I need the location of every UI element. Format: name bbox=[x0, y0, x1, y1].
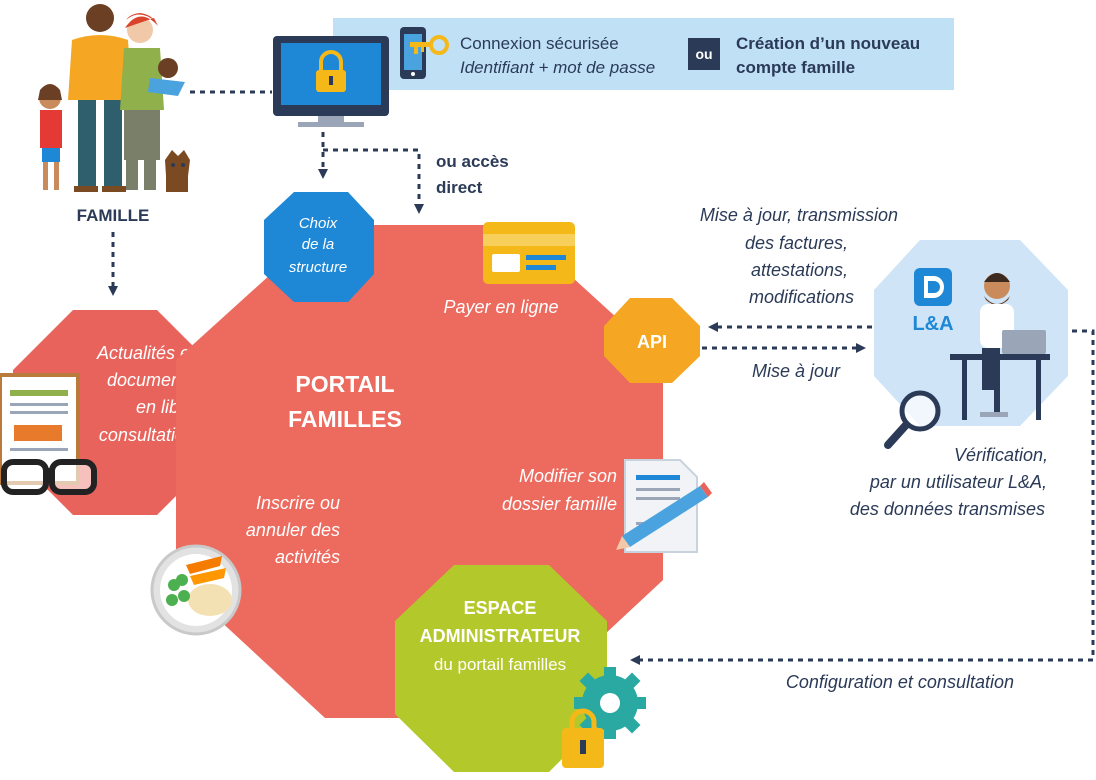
family-illustration bbox=[38, 4, 190, 192]
modifier-line2: dossier famille bbox=[502, 494, 617, 514]
mise-a-jour-transmission-line2: des factures, bbox=[745, 233, 848, 253]
ou-badge bbox=[688, 38, 720, 70]
actualites-line2: documents bbox=[107, 370, 195, 390]
actualites-line4: consultation bbox=[99, 425, 195, 445]
direct-access-line2: direct bbox=[436, 178, 483, 197]
inscrire-line1: Inscrire ou bbox=[256, 493, 340, 513]
mise-a-jour-transmission-line3: attestations, bbox=[751, 260, 848, 280]
configuration-connector bbox=[630, 329, 1095, 665]
choix-line1: Choix bbox=[299, 215, 338, 232]
phone-key-icon bbox=[400, 27, 449, 79]
famille-label: FAMILLE bbox=[77, 206, 150, 225]
direct-access-line1: ou accès bbox=[436, 152, 509, 171]
mise-a-jour-transmission-line1: Mise à jour, transmission bbox=[700, 205, 898, 225]
verification-line2: par un utilisateur L&A, bbox=[869, 472, 1047, 492]
choix-line2: de la bbox=[302, 236, 335, 253]
verification-line1: Vérification, bbox=[954, 445, 1048, 465]
verification-line3: des données transmises bbox=[850, 499, 1045, 519]
portail-title-line1: PORTAIL bbox=[295, 371, 394, 397]
modifier-line1: Modifier son bbox=[519, 466, 617, 486]
la-logo-text: L&A bbox=[912, 313, 953, 335]
mise-a-jour-transmission-line4: modifications bbox=[749, 287, 854, 307]
admin-line3: du portail familles bbox=[434, 655, 566, 674]
api-octagon[interactable] bbox=[604, 298, 700, 383]
inscrire-line3: activités bbox=[275, 547, 340, 567]
admin-line2: ADMINISTRATEUR bbox=[420, 626, 581, 646]
actualites-line1: Actualités et bbox=[96, 343, 196, 363]
gear-lock-icon bbox=[562, 667, 646, 768]
connexion-subtitle: Identifiant + mot de passe bbox=[460, 58, 655, 77]
document-pencil-icon bbox=[616, 459, 712, 553]
connectors bbox=[108, 90, 1095, 665]
magnifier-icon bbox=[884, 390, 941, 449]
choix-structure-octagon bbox=[264, 192, 374, 302]
inscrire-line2: annuler des bbox=[246, 520, 340, 540]
creation-line1: Création d’un nouveau bbox=[736, 34, 920, 53]
payer-en-ligne: Payer en ligne bbox=[443, 297, 558, 317]
ou-badge-label: ou bbox=[695, 46, 712, 62]
admin-line1: ESPACE bbox=[464, 598, 537, 618]
portail-title-line2: FAMILLES bbox=[288, 406, 402, 432]
glasses-document-icon bbox=[0, 373, 97, 495]
top-banner bbox=[333, 18, 954, 90]
la-logo-icon bbox=[914, 268, 952, 306]
configuration-consultation: Configuration et consultation bbox=[786, 672, 1014, 692]
connexion-title: Connexion sécurisée bbox=[460, 34, 619, 53]
choix-line3: structure bbox=[289, 259, 347, 276]
monitor-lock-icon bbox=[273, 36, 389, 127]
mise-a-jour: Mise à jour bbox=[752, 361, 841, 381]
espace-admin-octagon[interactable] bbox=[395, 565, 607, 772]
food-plate-icon bbox=[150, 544, 242, 636]
la-user-at-desk-illustration bbox=[950, 273, 1050, 420]
api-label: API bbox=[637, 332, 667, 352]
monitor-to-direct-connector bbox=[323, 148, 424, 214]
credit-card-icon bbox=[483, 222, 575, 284]
creation-line2: compte famille bbox=[736, 58, 855, 77]
